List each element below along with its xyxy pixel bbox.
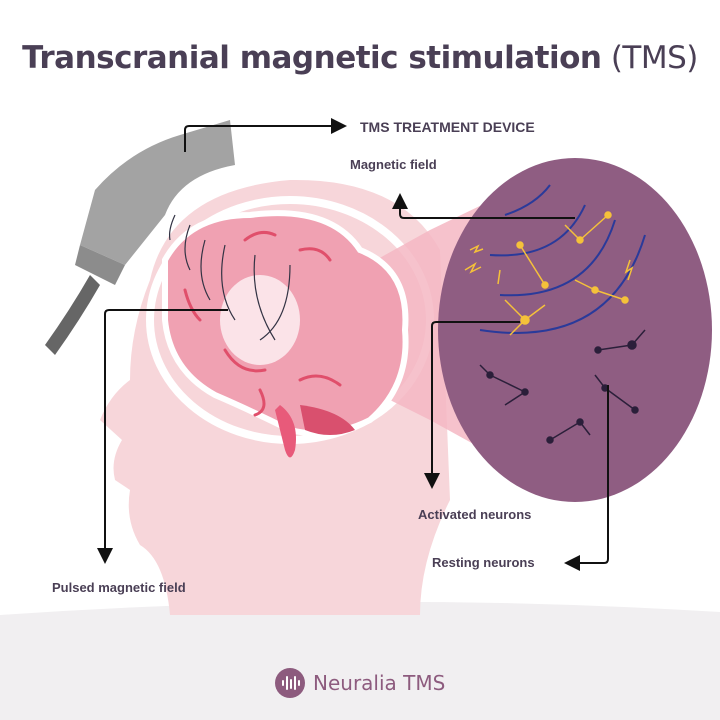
page-title: Transcranial magnetic stimulation (TMS) [0,40,720,76]
activated-neurons [464,211,634,336]
resting-neurons [479,329,646,444]
footer-band [0,601,720,720]
label-pulsed-field: Pulsed magnetic field [52,580,186,595]
cerebellum [300,405,355,435]
callout-lines [97,118,609,571]
title-abbrev: (TMS) [610,40,699,76]
label-device: TMS TREATMENT DEVICE [360,119,535,135]
waveform-icon [275,668,305,698]
title-bold: Transcranial magnetic stimulation [22,40,602,76]
label-magnetic-field: Magnetic field [350,157,437,172]
brand-name: Neuralia TMS [313,671,446,695]
brainstem [275,405,296,458]
pulsed-field-arcs [168,214,291,341]
brain-folds [183,230,342,417]
label-resting-neurons: Resting neurons [432,555,535,570]
brand-logo: Neuralia TMS [275,668,445,698]
zoom-circle [438,158,712,502]
label-activated-neurons: Activated neurons [418,507,532,522]
stimulation-spot [220,275,300,365]
tms-device [45,120,235,355]
magnetic-field-lines [479,184,646,334]
